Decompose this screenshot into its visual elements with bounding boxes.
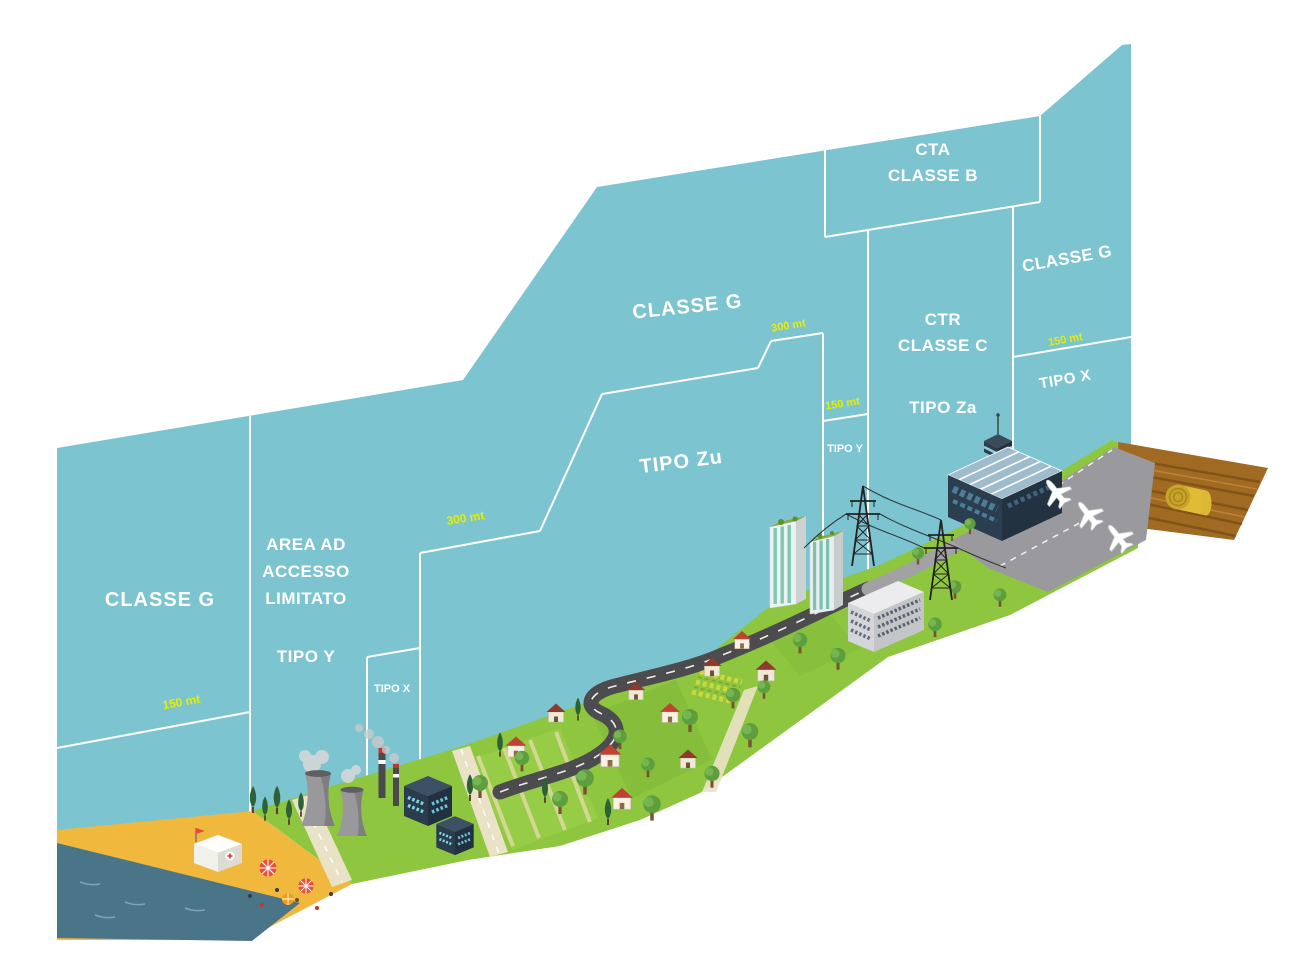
- label-300mt-middle: 300 mt: [770, 317, 807, 334]
- power-lines-group: [803, 485, 1007, 601]
- city-area: [769, 516, 962, 670]
- power-lines: [803, 485, 1007, 569]
- line-tipozu-top: [601, 367, 759, 395]
- line-300mt-left: [419, 530, 541, 554]
- label-area-ad-line3: LIMITATO: [265, 589, 346, 608]
- label-tipo-y-left: TIPO Y: [277, 647, 336, 666]
- label-cta-line1: CTA: [915, 140, 950, 159]
- factory-icon: [402, 774, 454, 828]
- hay-bale: [1165, 484, 1212, 516]
- sea-waves: [79, 881, 206, 919]
- line-150mt-left: [56, 711, 251, 749]
- airport-area: [947, 413, 1140, 607]
- label-ctr-line1: CTR: [925, 310, 961, 329]
- beach-rescue-station: [193, 828, 243, 872]
- city-tower-1: [769, 516, 806, 609]
- label-tipo-y-small: TIPO Y: [827, 443, 864, 455]
- city-path: [702, 686, 758, 792]
- field-rows: [470, 615, 860, 850]
- beach-umbrella-icon: [297, 877, 315, 895]
- beach-umbrella-icon: [282, 893, 294, 905]
- label-150mt-middle: 150 mt: [824, 395, 861, 412]
- city-tower-2: [809, 531, 843, 615]
- wall-face: [57, 44, 1131, 865]
- label-300mt-left: 300 mt: [445, 508, 485, 528]
- label-150mt-left: 150 mt: [161, 692, 201, 712]
- line-tipozu-step2: [757, 340, 772, 369]
- label-cta-line2: CLASSE B: [888, 166, 978, 185]
- beach-area: [193, 828, 333, 910]
- industrial-area: [249, 724, 476, 857]
- smokestack-icon: [378, 748, 386, 798]
- label-tipo-za: TIPO Za: [909, 398, 977, 417]
- line-150mt-right: [1012, 336, 1132, 358]
- label-area-ad-line1: AREA AD: [266, 535, 346, 554]
- zone-labels: CLASSE G 150 mt AREA AD ACCESSO LIMITATO…: [105, 140, 1114, 712]
- cta-box-bottom: [824, 201, 1041, 238]
- chimney-smoke: [355, 724, 399, 763]
- label-classe-g-left: CLASSE G: [105, 589, 215, 611]
- line-300mt-mid: [770, 332, 824, 342]
- airport-terminal: [947, 446, 1063, 541]
- office-building: [848, 581, 924, 652]
- beach-umbrella-icon: [258, 858, 278, 878]
- beach-people: [248, 888, 333, 910]
- rural-path: [452, 746, 508, 857]
- line-tipozu-step: [539, 393, 603, 532]
- cooling-tower-steam: [299, 750, 361, 783]
- label-ctr-line2: CLASSE C: [898, 336, 988, 355]
- sea: [57, 843, 300, 941]
- line-tipox-top: [366, 647, 421, 658]
- label-tipo-x-small: TIPO X: [374, 683, 411, 695]
- label-area-ad-line2: ACCESSO: [262, 562, 350, 581]
- factory-icon: [434, 814, 476, 857]
- line-150mt-mid: [822, 413, 869, 422]
- smokestack-icon: [393, 764, 399, 806]
